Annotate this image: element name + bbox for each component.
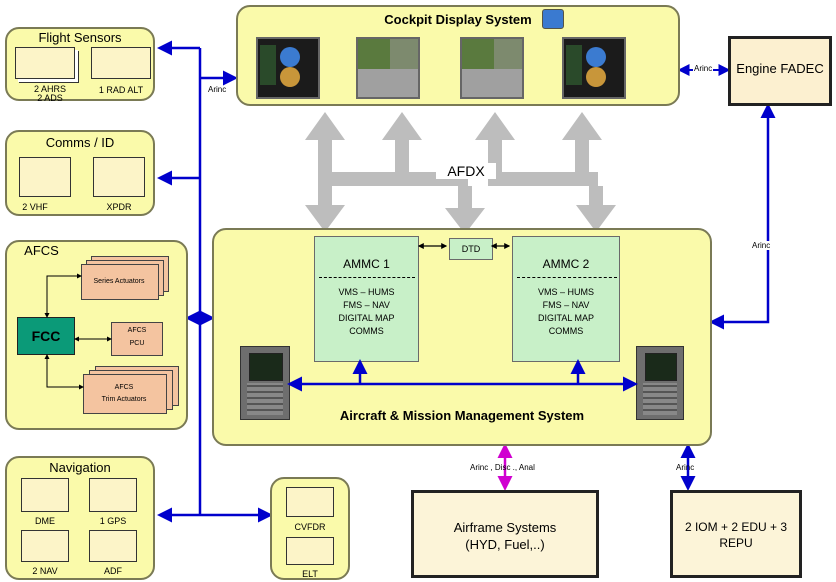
cvfdr-unit	[286, 487, 334, 517]
airframe-line1: Airframe Systems	[453, 520, 557, 535]
fcc-box: FCC	[17, 317, 75, 355]
arinc-label-iom: Arinc	[676, 463, 695, 472]
airframe-line2: (HYD, Fuel,..)	[465, 537, 545, 552]
afcs-group: AFCS Series Actuators FCC AFCS PCU AFCS …	[5, 240, 188, 430]
xpdr-unit	[93, 157, 145, 197]
cockpit-logo-icon	[542, 9, 564, 29]
elt-unit	[286, 537, 334, 565]
vhf-unit	[19, 157, 71, 197]
adf-unit	[89, 530, 137, 562]
ammc2-title: AMMC 2	[542, 257, 590, 271]
comms-id-group: Comms / ID 2 VHF XPDR	[5, 130, 155, 216]
display-screen-2	[356, 37, 420, 99]
radalt-unit	[91, 47, 151, 79]
gps-unit	[89, 478, 137, 512]
display-screen-1	[256, 37, 320, 99]
ammc1-box: AMMC 1 VMS – HUMS FMS – NAV DIGITAL MAP …	[314, 236, 419, 362]
cockpit-display-system: Cockpit Display System	[236, 5, 680, 106]
flight-sensors-title: Flight Sensors	[38, 30, 122, 45]
xpdr-label: XPDR	[106, 202, 132, 212]
dme-unit	[21, 478, 69, 512]
mcdu-right	[636, 346, 684, 420]
vhf-label: 2 VHF	[22, 202, 48, 212]
afdx-label: AFDX	[436, 163, 496, 179]
ammc1-title: AMMC 1	[343, 257, 390, 271]
gps-label: 1 GPS	[99, 516, 127, 526]
engine-fadec-box: Engine FADEC	[728, 36, 832, 106]
iom-line2: REPU	[719, 536, 753, 550]
nav-unit	[21, 530, 69, 562]
fcc-label: FCC	[31, 328, 61, 344]
radalt-label: 1 RAD ALT	[98, 85, 144, 95]
arinc-label-fadec: Arinc	[693, 64, 714, 73]
engine-fadec-title: Engine FADEC	[736, 61, 824, 76]
ahrs-unit	[15, 47, 75, 79]
amms-box: AMMC 1 VMS – HUMS FMS – NAV DIGITAL MAP …	[212, 228, 712, 446]
arinc-disc-anal-label: Arinc , Disc ., Anal	[470, 463, 535, 472]
navigation-group: Navigation DME 1 GPS 2 NAV ADF	[5, 456, 155, 580]
comms-title: Comms / ID	[45, 135, 115, 150]
cockpit-title: Cockpit Display System	[384, 12, 532, 27]
ammc2-box: AMMC 2 VMS – HUMS FMS – NAV DIGITAL MAP …	[512, 236, 620, 362]
arinc-label-right: Arinc	[752, 241, 771, 250]
iom-line1: 2 IOM + 2 EDU + 3	[684, 520, 788, 534]
mcdu-left	[240, 346, 290, 420]
arinc-label-cockpit: Arinc	[208, 85, 227, 94]
navigation-title: Navigation	[49, 460, 111, 475]
display-screen-4	[562, 37, 626, 99]
cvfdr-label: CVFDR	[294, 522, 326, 532]
recorders-group: CVFDR ELT	[270, 477, 350, 580]
series-actuators-label: Series Actuators	[93, 278, 145, 285]
trim-actuators-stack: AFCS Trim Actuators	[83, 366, 181, 414]
dtd-label: DTD	[461, 244, 481, 254]
display-screen-3	[460, 37, 524, 99]
dme-label: DME	[35, 516, 55, 526]
adf-label: ADF	[104, 566, 122, 576]
afcs-links	[44, 273, 112, 390]
ahrs-label: 2 AHRS	[33, 84, 66, 94]
iom-edu-repu-box: 2 IOM + 2 EDU + 3 REPU	[670, 490, 802, 578]
elt-label: ELT	[302, 569, 318, 579]
flight-sensors-group: Flight Sensors 2 AHRS 2 ADS 1 RAD ALT	[5, 27, 155, 103]
amms-title: Aircraft & Mission Management System	[339, 408, 585, 423]
ads-label: 2 ADS	[37, 93, 63, 103]
nav-label: 2 NAV	[32, 566, 58, 576]
afcs-title: AFCS	[24, 243, 59, 258]
series-actuators-stack: Series Actuators	[81, 256, 169, 300]
airframe-systems-box: Airframe Systems (HYD, Fuel,..)	[411, 490, 599, 578]
